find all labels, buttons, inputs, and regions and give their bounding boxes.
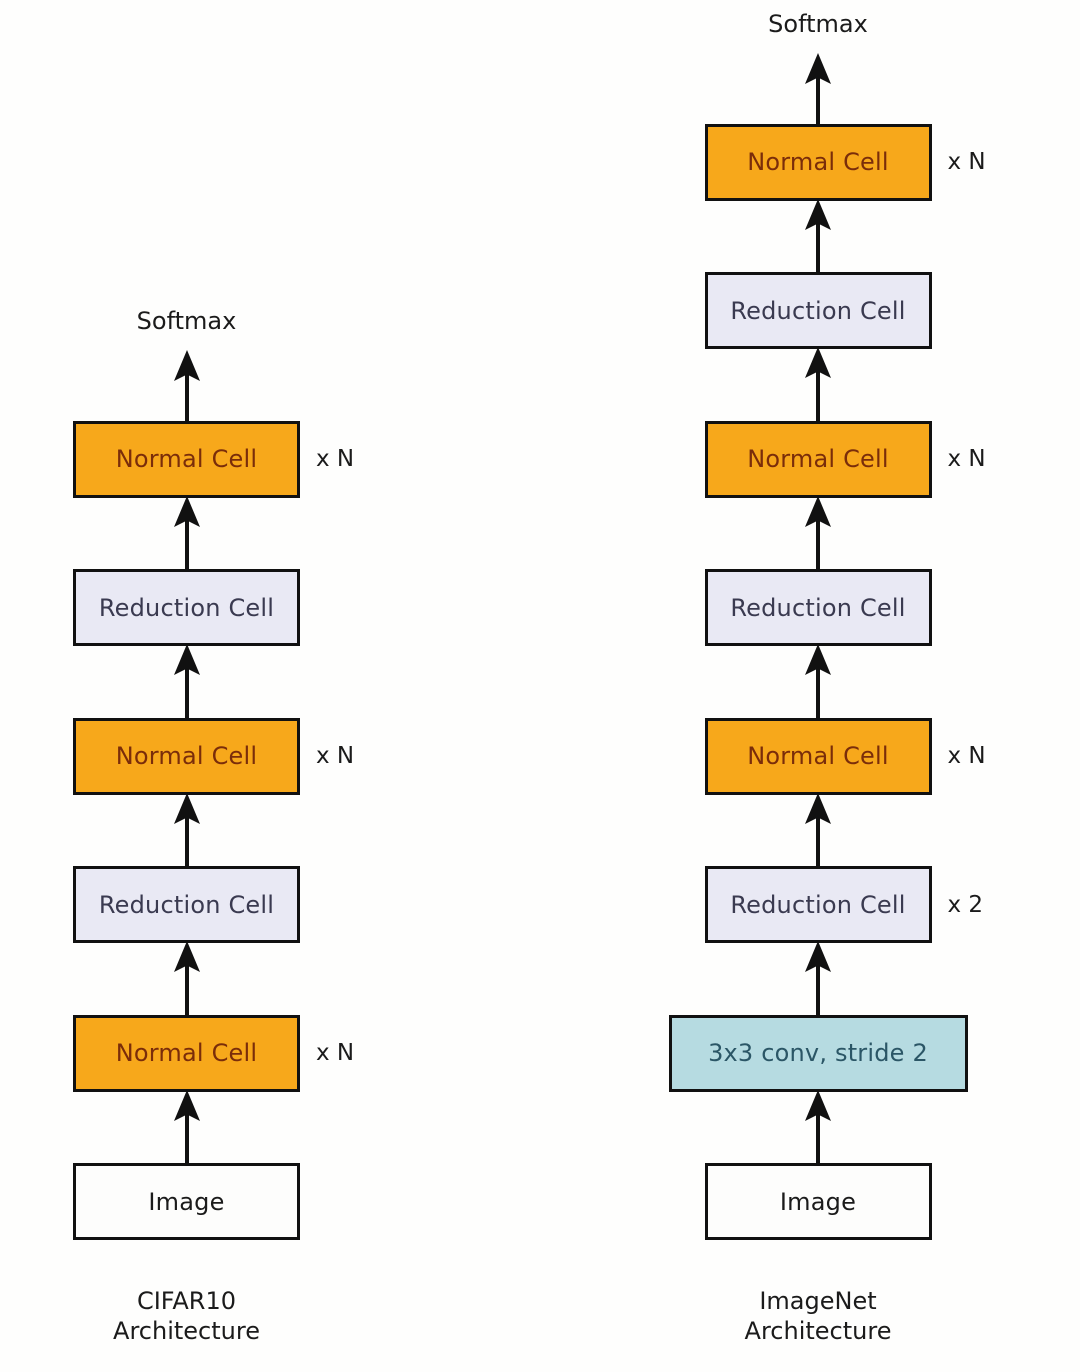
normal-cell-box: Normal Cell [704,420,932,498]
repeat-count-label: x N [316,1040,355,1066]
caption-line1: CIFAR10 [136,1287,237,1315]
up-arrow-icon [805,941,831,1017]
box-label: Normal Cell [747,742,889,770]
repeat-count-label: x N [947,743,986,769]
up-arrow-icon [173,495,200,571]
box-label: Reduction Cell [98,593,275,622]
normal-cell-box: Normal Cell [704,123,932,201]
reduction-cell-box: Reduction Cell [73,569,300,646]
normal-cell-box: Normal Cell [73,420,300,498]
normal-cell-box: Normal Cell [73,1014,300,1092]
up-arrow-icon [173,1089,200,1165]
up-arrow-icon [805,1089,831,1165]
box-label: Image [148,1187,225,1216]
up-arrow-icon [805,52,831,126]
repeat-count-label: x N [947,446,986,472]
caption-line1: ImageNet [759,1287,877,1315]
box-label: 3x3 conv, stride 2 [708,1039,928,1067]
box-label: Normal Cell [115,742,258,770]
conv-box: 3x3 conv, stride 2 [668,1014,968,1092]
up-arrow-icon [805,347,831,423]
box-label: Normal Cell [747,148,889,176]
box-label: Reduction Cell [730,593,906,622]
reduction-cell-box: Reduction Cell [704,272,932,349]
normal-cell-box: Normal Cell [704,717,932,795]
up-arrow-icon [805,198,831,274]
box-label: Normal Cell [115,445,258,473]
up-arrow-icon [173,941,200,1017]
caption-line2: Architecture [744,1317,892,1345]
up-arrow-icon [805,495,831,571]
image-box: Image [704,1163,932,1240]
up-arrow-icon [805,644,831,720]
box-label: Reduction Cell [730,890,906,919]
reduction-cell-box: Reduction Cell [73,866,300,943]
repeat-count-label: x N [316,446,355,472]
box-label: Reduction Cell [98,890,275,919]
up-arrow-icon [805,792,831,868]
repeat-count-label: x N [947,149,986,175]
reduction-cell-box: Reduction Cell [704,866,932,943]
box-label: Reduction Cell [730,296,906,325]
caption-line2: Architecture [113,1317,260,1345]
softmax-label: Softmax [768,9,868,38]
image-box: Image [73,1163,300,1240]
up-arrow-icon [173,349,200,423]
softmax-label: Softmax [136,306,237,335]
repeat-count-label: x N [316,743,355,769]
up-arrow-icon [173,792,200,868]
normal-cell-box: Normal Cell [73,717,300,795]
reduction-cell-box: Reduction Cell [704,569,932,646]
box-label: Image [779,1187,857,1216]
repeat-count-label: x 2 [947,891,984,918]
box-label: Normal Cell [747,445,889,473]
box-label: Normal Cell [115,1039,258,1067]
up-arrow-icon [173,644,200,720]
